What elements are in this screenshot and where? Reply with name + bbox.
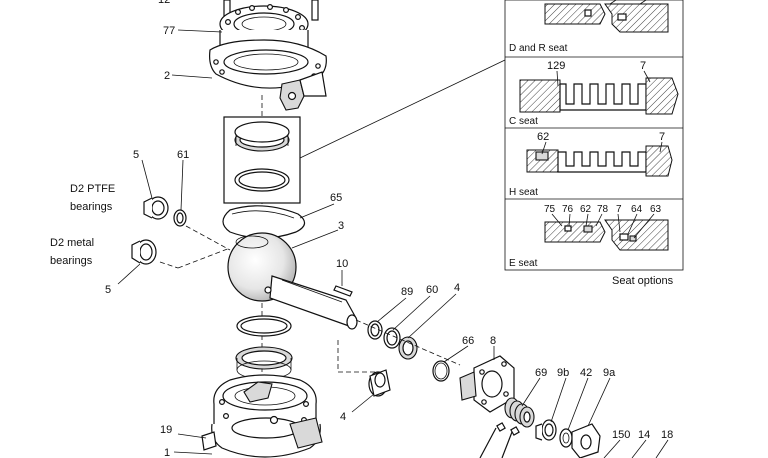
d2-ptfe-bearings: [143, 196, 187, 227]
callout-e-63: 63: [650, 204, 662, 215]
seat-options-panel: D and R seat 129 7 C seat 62 7 H seat: [504, 0, 684, 287]
ball-and-stem: [227, 232, 358, 330]
seat-caption-c: C seat: [509, 116, 538, 127]
disc-springs-69: [504, 397, 535, 428]
lower-body: [201, 374, 323, 458]
label-42: 42: [580, 367, 592, 379]
gland-flange-8: [459, 355, 515, 413]
callout-e-64: 64: [631, 204, 643, 215]
leader-lines: [117, 29, 669, 458]
label-89: 89: [401, 286, 413, 298]
lower-seat-rings: [235, 315, 293, 380]
bearing-axis-upper: [185, 225, 231, 251]
seat-panel-connector: [299, 59, 506, 159]
label-3: 3: [338, 220, 344, 232]
bearing-axis-lower: [159, 261, 179, 269]
bolt-assembly: [479, 422, 520, 458]
stem-seal-stack: [367, 320, 418, 360]
seat-e: 75 76 62 78 7 64 63 E seat: [509, 204, 669, 269]
callout-c-129: 129: [547, 60, 565, 72]
callout-e-62: 62: [580, 204, 592, 215]
seat-caption-h: H seat: [509, 187, 538, 198]
gasket-ring-65: [222, 205, 306, 239]
label-12: 12: [158, 0, 170, 6]
label-65: 65: [330, 192, 342, 204]
seat-h: 62 7 H seat: [509, 131, 673, 198]
label-60: 60: [426, 284, 438, 296]
label-5-lower: 5: [105, 284, 111, 296]
callout-e-76: 76: [562, 204, 574, 215]
bushing-9b: [535, 419, 557, 441]
label-77: 77: [163, 25, 175, 37]
part-labels: 12 77 2 5 61 D2 PTFE bearings 65 3 D2 me…: [50, 0, 673, 458]
label-d2-metal-1: D2 metal: [50, 237, 94, 249]
callout-c-7: 7: [640, 60, 646, 72]
callout-e-75: 75: [544, 204, 556, 215]
callout-e-7: 7: [616, 204, 622, 215]
callout-h-7: 7: [659, 131, 665, 143]
label-14: 14: [638, 429, 650, 441]
flange-9a: [571, 423, 601, 458]
label-66: 66: [462, 335, 474, 347]
label-8: 8: [490, 335, 496, 347]
label-2: 2: [164, 70, 170, 82]
label-4-lower: 4: [340, 411, 346, 423]
top-flange-assembly: [209, 0, 327, 111]
label-5-upper: 5: [133, 149, 139, 161]
seat-caption-d-and-r: D and R seat: [509, 43, 568, 54]
label-d2-ptfe-2: bearings: [70, 201, 113, 213]
key-10: [333, 285, 353, 297]
label-69: 69: [535, 367, 547, 379]
label-9b: 9b: [557, 367, 569, 379]
seat-caption-e: E seat: [509, 258, 538, 269]
o-ring-66: [432, 360, 450, 382]
seat-d-and-r: D and R seat: [509, 0, 669, 54]
label-d2-metal-2: bearings: [50, 255, 93, 267]
d2-metal-bearings: [131, 239, 157, 265]
label-19: 19: [160, 424, 172, 436]
stem-axis: [355, 319, 461, 366]
callout-e-78: 78: [597, 204, 609, 215]
callout-h-62: 62: [537, 131, 549, 143]
gland-4-lower: [368, 369, 391, 397]
seat-c: 129 7 C seat: [509, 60, 679, 127]
seat-options-title: Seat options: [612, 275, 674, 287]
washer-42: [559, 428, 573, 448]
label-10: 10: [336, 258, 348, 270]
stem-bracket: [337, 340, 380, 373]
seat-rings-box: [223, 116, 301, 204]
label-61: 61: [177, 149, 189, 161]
label-4-upper: 4: [454, 282, 460, 294]
label-1: 1: [164, 447, 170, 458]
label-d2-ptfe-1: D2 PTFE: [70, 183, 115, 195]
label-9a: 9a: [603, 367, 616, 379]
label-18: 18: [661, 429, 673, 441]
label-150: 150: [612, 429, 630, 441]
